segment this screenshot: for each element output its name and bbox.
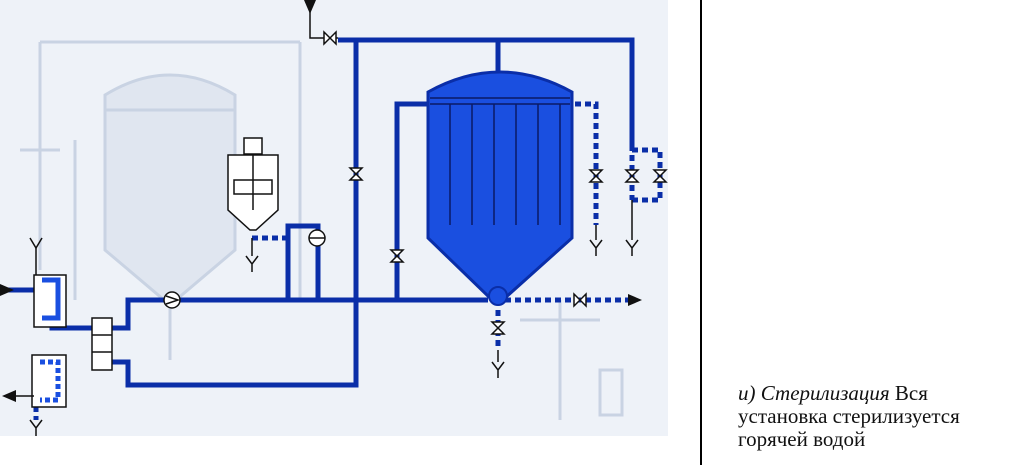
pipe-dosing-bypass (285, 223, 321, 300)
arrow-left-outlet (2, 390, 16, 402)
valve-main-riser (348, 167, 364, 181)
drain-symbols (29, 237, 639, 436)
caption-body: Вся установка стерилизуется горячей водо… (738, 381, 960, 451)
arrow-top-inlet (304, 0, 316, 14)
heat-exchangers (31, 274, 113, 408)
valve-right-a (624, 169, 640, 183)
valve-top-header (323, 30, 337, 46)
valve-right-b (652, 169, 668, 183)
tank-bottom-outlet (488, 286, 508, 306)
caption: и) Стерилизация Вся установка стерилизуе… (738, 382, 1020, 451)
valves (323, 30, 668, 335)
valve-side-riser (389, 249, 405, 263)
flow-arrows (0, 0, 642, 402)
pipe-network (0, 37, 635, 388)
valve-tank-bottom (490, 321, 506, 335)
inactive-equipment-ghost (20, 40, 624, 420)
pipe-main-riser (108, 40, 359, 388)
valve-dashed-right (588, 169, 604, 183)
process-flow-scheme (0, 0, 668, 436)
caption-lead: и) Стерилизация (738, 381, 890, 405)
pumps (163, 229, 326, 309)
dosing-vessel (227, 137, 279, 231)
pipe-top-header (338, 37, 635, 145)
divider-line (700, 0, 702, 465)
valve-outlet (573, 292, 587, 308)
pipe-side-riser (394, 101, 428, 300)
arrow-left-inlet (0, 284, 14, 296)
arrow-right-outlet (628, 294, 642, 306)
tank-internal-lines (430, 97, 570, 225)
fermentation-tank (426, 70, 574, 306)
tank-body (426, 70, 574, 300)
